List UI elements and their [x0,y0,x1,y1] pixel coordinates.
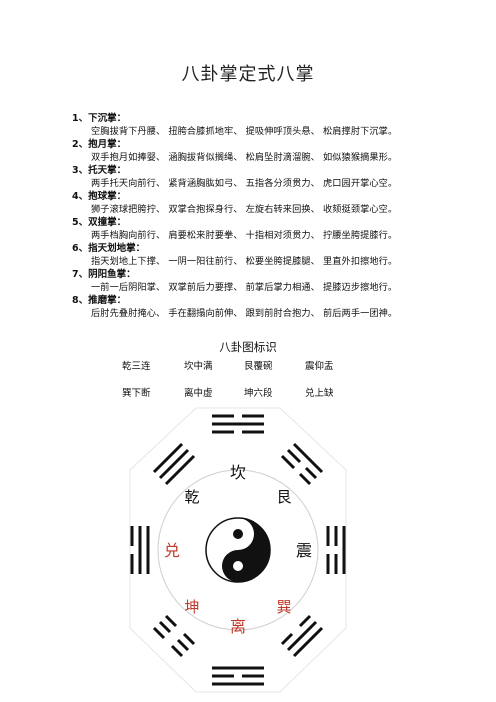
trigram-mnemonic: 坤六段 [244,388,273,399]
form-verse: 双手抱月如捧婴、 涵胸拔背似搁绳、 松肩坠肘滴溜腕、 如似猿猴摘果形。 [91,152,398,163]
form-heading: 4、抱球掌： [72,191,127,202]
trigram-southeast [280,614,324,658]
form-list: 1、下沉掌： 空胸拔背下丹腰、 扭胯合膝抓地牢、 提吸伸呼顶头悬、 松肩撑肘下沉… [72,112,452,320]
form-heading: 1、下沉掌： [72,113,127,124]
form-verse: 后肘先叠肘掩心、 手在翻搨向前伸、 跟到前肘合抱力、 前后两手一团神。 [91,308,398,319]
form-item: 2、抱月掌： 双手抱月如捧婴、 涵胸拔背似搁绳、 松肩坠肘滴溜腕、 如似猿猴摘果… [72,138,452,164]
label-northwest: 乾 [184,488,199,506]
label-north: 坎 [230,463,246,482]
form-item: 3、托天掌： 两手托天向前行、 紧背涵胸肱如弓、 五指各分须贯力、 虎口园开掌心… [72,164,452,190]
form-verse: 两手托天向前行、 紧背涵胸肱如弓、 五指各分须贯力、 虎口园开掌心空。 [91,178,398,189]
form-verse: 指天划地上下撑、 一阴一阳往前行、 松要坐胯提膝腿、 里直外扣擦地行。 [91,256,398,267]
label-east: 震 [296,541,312,560]
form-verse: 空胸拔背下丹腰、 扭胯合膝抓地牢、 提吸伸呼顶头悬、 松肩撑肘下沉掌。 [91,126,398,137]
form-heading: 3、托天掌： [72,165,127,176]
form-item: 1、下沉掌： 空胸拔背下丹腰、 扭胯合膝抓地牢、 提吸伸呼顶头悬、 松肩撑肘下沉… [72,112,452,138]
label-south: 离 [230,617,246,636]
trigram-mnemonic: 兑上缺 [305,388,334,399]
form-heading: 5、双撞掌： [72,217,127,228]
bagua-diagram: 坎 离 震 兑 艮 乾 巽 坤 [129,407,347,693]
form-heading: 6、指天划地掌： [72,243,146,254]
section-subtitle: 八卦图标识 [219,340,277,354]
trigram-mnemonic: 震仰盂 [305,361,334,372]
form-item: 4、抱球掌： 狮子滚球把胯拧、 双掌合抱探身行、 左旋右转来回换、 收颏挺颈掌心… [72,190,452,216]
label-northeast: 艮 [276,488,291,506]
form-verse: 狮子滚球把胯拧、 双掌合抱探身行、 左旋右转来回换、 收颏挺颈掌心空。 [91,204,398,215]
trigram-west [130,526,150,574]
trigram-mnemonic: 艮覆碗 [244,361,273,372]
trigram-mnemonic: 乾三连 [122,361,151,372]
page-title: 八卦掌定式八掌 [181,64,315,85]
form-verse: 一前一后阴阳掌、 双掌前后力要撑、 前掌后掌力相通、 提膝迈步擦地行。 [91,282,398,293]
trigram-mnemonic: 离中虚 [184,388,213,399]
form-heading: 7、阴阳鱼掌： [72,269,136,280]
label-southwest: 坤 [184,598,199,616]
form-item: 7、阴阳鱼掌： 一前一后阴阳掌、 双掌前后力要撑、 前掌后掌力相通、 提膝迈步擦… [72,268,452,294]
form-item: 6、指天划地掌： 指天划地上下撑、 一阴一阳往前行、 松要坐胯提膝腿、 里直外扣… [72,242,452,268]
form-verse: 两手档胸向前行、 肩要松来肘要拳、 十指相对须贯力、 拧腰坐胯提膝行。 [91,230,398,241]
form-heading: 2、抱月掌： [72,139,127,150]
trigram-south [212,666,264,686]
form-heading: 8、推磨掌： [72,295,127,306]
trigram-east [326,526,346,574]
trigram-northeast [280,442,324,486]
trigram-southwest [152,614,196,658]
form-item: 5、双撞掌： 两手档胸向前行、 肩要松来肘要拳、 十指相对须贯力、 拧腰坐胯提膝… [72,216,452,242]
label-west: 兑 [164,541,180,560]
label-southeast: 巽 [276,598,291,616]
trigram-mnemonic: 巽下断 [122,388,151,399]
yin-yang-icon [205,517,271,583]
trigram-north [212,414,264,434]
trigram-mnemonic: 坎中满 [184,361,213,372]
trigram-northwest [152,442,196,486]
form-item: 8、推磨掌： 后肘先叠肘掩心、 手在翻搨向前伸、 跟到前肘合抱力、 前后两手一团… [72,294,452,320]
